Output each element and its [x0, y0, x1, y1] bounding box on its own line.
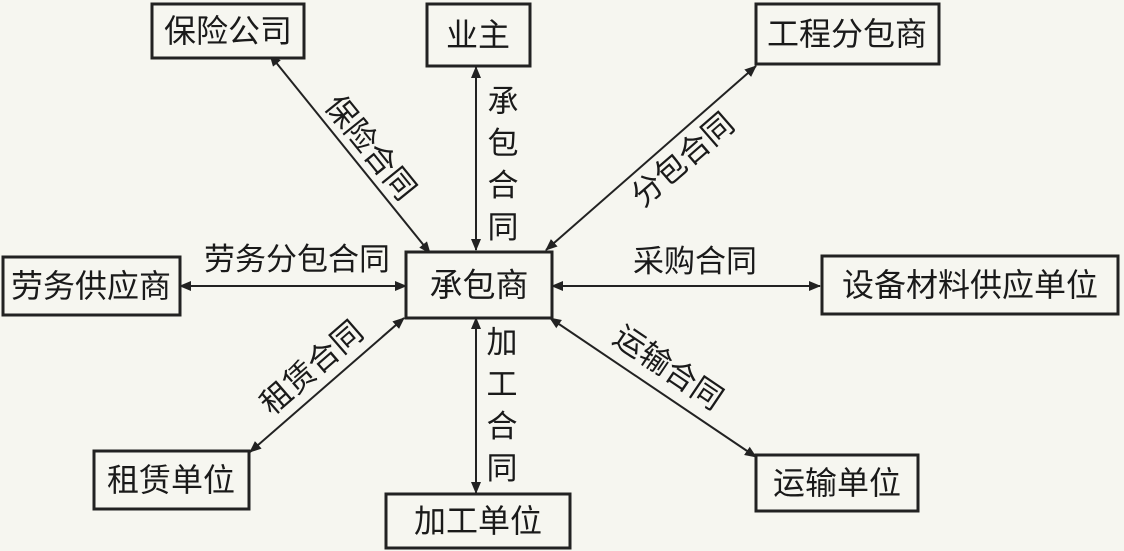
link-subcontractor [545, 65, 757, 251]
node-center-label: 承包商 [430, 266, 529, 305]
node-owner: 业主 [425, 2, 532, 68]
node-insurance: 保险公司 [150, 2, 306, 60]
node-labor: 劳务供应商 [1, 255, 182, 317]
node-equipment: 设备材料供应单位 [820, 254, 1120, 316]
node-center: 承包商 [404, 250, 554, 320]
node-equipment-label: 设备材料供应单位 [842, 266, 1098, 304]
link-transport [549, 317, 757, 458]
link-insurance [269, 54, 431, 254]
connectors [179, 54, 821, 494]
node-insurance-label: 保险公司 [164, 12, 292, 50]
node-transport-label: 运输单位 [773, 464, 901, 502]
node-subcontractor-label: 工程分包商 [767, 15, 927, 53]
edge-label-owner: 承包合同 [488, 84, 519, 246]
node-labor-label: 劳务供应商 [11, 267, 171, 305]
node-transport: 运输单位 [754, 453, 920, 513]
node-processing: 加工单位 [384, 492, 572, 550]
node-leasing: 租赁单位 [92, 449, 251, 511]
edge-label-leasing: 租赁合同 [253, 314, 370, 423]
edge-label-equipment: 采购合同 [633, 244, 757, 280]
node-owner-label: 业主 [446, 16, 510, 54]
node-leasing-label: 租赁单位 [107, 461, 235, 499]
edge-label-labor: 劳务分包合同 [204, 242, 390, 278]
edge-label-insurance: 保险合同 [317, 88, 423, 207]
node-processing-label: 加工单位 [414, 502, 542, 540]
node-subcontractor: 工程分包商 [754, 2, 941, 66]
edge-label-processing: 加工合同 [487, 325, 518, 487]
edge-label-subcontractor: 分包合同 [624, 106, 741, 215]
link-leasing [249, 317, 405, 453]
